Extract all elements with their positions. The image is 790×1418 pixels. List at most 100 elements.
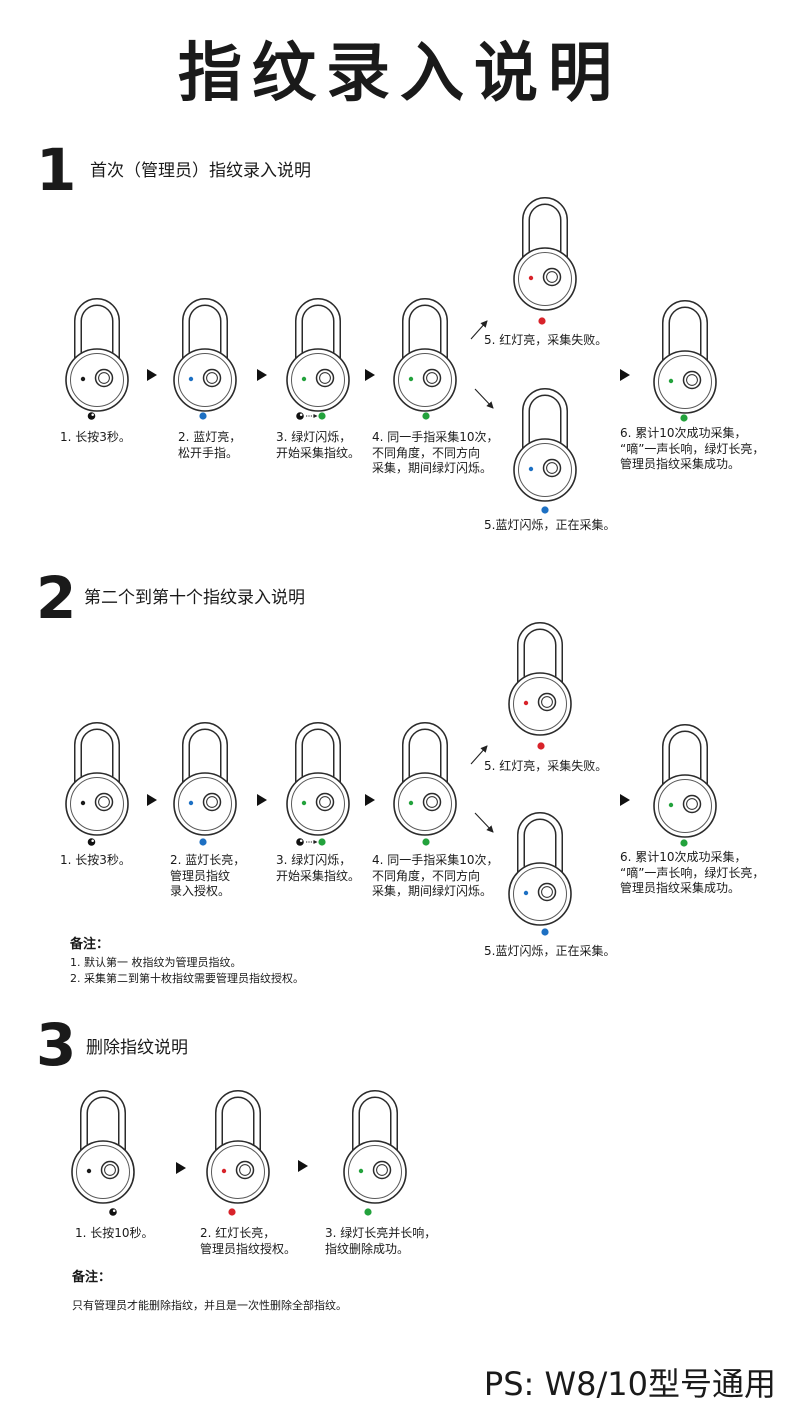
- padlock-s1-step4: [394, 302, 456, 411]
- press-button-icon: [87, 412, 96, 420]
- step-line: 4. 同一手指采集10次，: [372, 430, 499, 444]
- step-line: 3. 绿灯闪烁，: [276, 430, 352, 444]
- notes-body: 1. 默认第一 枚指纹为管理员指纹。 2. 采集第二到第十枚指纹需要管理员指纹授…: [70, 955, 304, 987]
- note-line: 2. 采集第二到第十枚指纹需要管理员指纹授权。: [70, 972, 304, 985]
- next-arrow-icon: [176, 1162, 186, 1174]
- padlock-s1-step1: [66, 302, 128, 411]
- step-line: 5. 红灯亮，采集失败。: [484, 333, 608, 347]
- led-indicator-dot: [318, 838, 326, 846]
- section-heading: 删除指纹说明: [86, 1038, 188, 1058]
- section-heading: 第二个到第十个指纹录入说明: [84, 588, 305, 608]
- fail-label: 5. 红灯亮，采集失败。: [484, 759, 607, 775]
- step-line: 3. 绿灯长亮并长响，: [325, 1226, 437, 1240]
- next-arrow-icon: [365, 794, 375, 806]
- led-light: [523, 890, 529, 896]
- led-indicator-dot: [199, 412, 207, 420]
- padlock-s1-collecting: [514, 392, 576, 501]
- step-line: 管理员指纹授权。: [200, 1241, 297, 1256]
- success-label: 6. 累计10次成功采集， “嘀”一声长响，绿灯长亮， 管理员指纹采集成功。: [620, 426, 764, 473]
- led-light: [528, 275, 534, 281]
- step-label: 3. 绿灯闪烁， 开始采集指纹。: [276, 430, 360, 461]
- section-number: 3: [36, 1011, 77, 1079]
- step-line: 6. 累计10次成功采集，: [620, 426, 747, 440]
- section-heading: 首次（管理员）指纹录入说明: [90, 161, 311, 181]
- step-line: 不同角度，不同方向: [372, 868, 481, 883]
- step-line: 4. 同一手指采集10次，: [372, 853, 499, 867]
- step-line: 5.蓝灯闪烁，正在采集。: [484, 944, 616, 958]
- next-arrow-icon: [620, 794, 630, 806]
- led-indicator-dot: [228, 1208, 236, 1216]
- led-light: [80, 800, 86, 806]
- led-light: [358, 1168, 364, 1174]
- step-line: 2. 蓝灯长亮，: [170, 853, 246, 867]
- led-indicator-dot: [364, 1208, 372, 1216]
- led-light: [528, 466, 534, 472]
- step-line: 管理员指纹: [170, 868, 231, 883]
- step-line: 1. 长按10秒。: [75, 1226, 154, 1240]
- next-arrow-icon: [147, 369, 157, 381]
- step-line: 6. 累计10次成功采集，: [620, 850, 747, 864]
- padlock-s2-fail: [509, 626, 571, 735]
- branch-arrow-up-icon: [470, 320, 488, 340]
- led-indicator-dot: [537, 742, 545, 750]
- step-line: 录入授权。: [170, 884, 231, 898]
- success-label: 6. 累计10次成功采集， “嘀”一声长响，绿灯长亮， 管理员指纹采集成功。: [620, 850, 764, 897]
- led-indicator-dot: [422, 838, 430, 846]
- led-indicator-dot: [680, 414, 688, 422]
- step-label: 1. 长按3秒。: [60, 853, 131, 869]
- led-indicator-dot: [422, 412, 430, 420]
- step-line: 5. 红灯亮，采集失败。: [484, 759, 608, 773]
- step-line: “嘀”一声长响，绿灯长亮，: [620, 441, 765, 456]
- step-label: 2. 蓝灯亮， 松开手指。: [178, 430, 241, 461]
- press-button-icon: [296, 412, 304, 420]
- led-indicator-dot: [318, 412, 326, 420]
- led-indicator-dot: [680, 839, 688, 847]
- collecting-label: 5.蓝灯闪烁，正在采集。: [484, 518, 615, 534]
- padlock-s2-step2: [174, 726, 236, 835]
- step-line: “嘀”一声长响，绿灯长亮，: [620, 865, 765, 880]
- led-indicator-dot: [541, 506, 549, 514]
- page-title: 指纹录入说明: [178, 37, 622, 111]
- press-button-icon: [296, 838, 304, 846]
- fail-label: 5. 红灯亮，采集失败。: [484, 333, 607, 349]
- led-light: [523, 700, 529, 706]
- padlock-s2-step3: [287, 726, 349, 835]
- step-line: 管理员指纹采集成功。: [620, 881, 741, 895]
- next-arrow-icon: [365, 369, 375, 381]
- section-number: 2: [36, 564, 77, 632]
- led-light: [301, 376, 307, 382]
- step-label: 3. 绿灯长亮并长响， 指纹删除成功。: [325, 1226, 436, 1257]
- padlock-s2-step1: [66, 726, 128, 835]
- step-line: 采集，期间绿灯闪烁。: [372, 884, 493, 898]
- led-light: [188, 800, 194, 806]
- step-label: 2. 红灯长亮， 管理员指纹授权。: [200, 1226, 296, 1257]
- step-line: 3. 绿灯闪烁，: [276, 853, 352, 867]
- press-button-icon: [87, 838, 96, 846]
- step-line: 开始采集指纹。: [276, 868, 361, 883]
- led-light: [668, 802, 674, 808]
- padlock-s1-step2: [174, 302, 236, 411]
- led-light: [86, 1168, 92, 1174]
- led-light: [80, 376, 86, 382]
- padlock-s2-collecting: [509, 816, 571, 925]
- led-light: [301, 800, 307, 806]
- step-label: 3. 绿灯闪烁， 开始采集指纹。: [276, 853, 360, 884]
- padlock-s1-fail: [514, 201, 576, 310]
- note-line: 只有管理员才能删除指纹，并且是一次性删除全部指纹。: [72, 1299, 347, 1312]
- next-arrow-icon: [147, 794, 157, 806]
- padlock-s2-step4: [394, 726, 456, 835]
- step-line: 不同角度，不同方向: [372, 445, 481, 460]
- step-label: 2. 蓝灯长亮， 管理员指纹 录入授权。: [170, 853, 245, 900]
- step-label: 4. 同一手指采集10次， 不同角度，不同方向 采集，期间绿灯闪烁。: [372, 430, 499, 477]
- notes-body: 只有管理员才能删除指纹，并且是一次性删除全部指纹。: [72, 1298, 347, 1314]
- padlock-s2-success: [654, 728, 716, 837]
- step-line: 2. 蓝灯亮，: [178, 430, 242, 444]
- next-arrow-icon: [257, 369, 267, 381]
- led-light: [408, 800, 414, 806]
- padlock-s1-step3: [287, 302, 349, 411]
- step-line: 1. 长按3秒。: [60, 430, 131, 444]
- step-line: 2. 红灯长亮，: [200, 1226, 276, 1240]
- next-arrow-icon: [257, 794, 267, 806]
- step-line: 5.蓝灯闪烁，正在采集。: [484, 518, 616, 532]
